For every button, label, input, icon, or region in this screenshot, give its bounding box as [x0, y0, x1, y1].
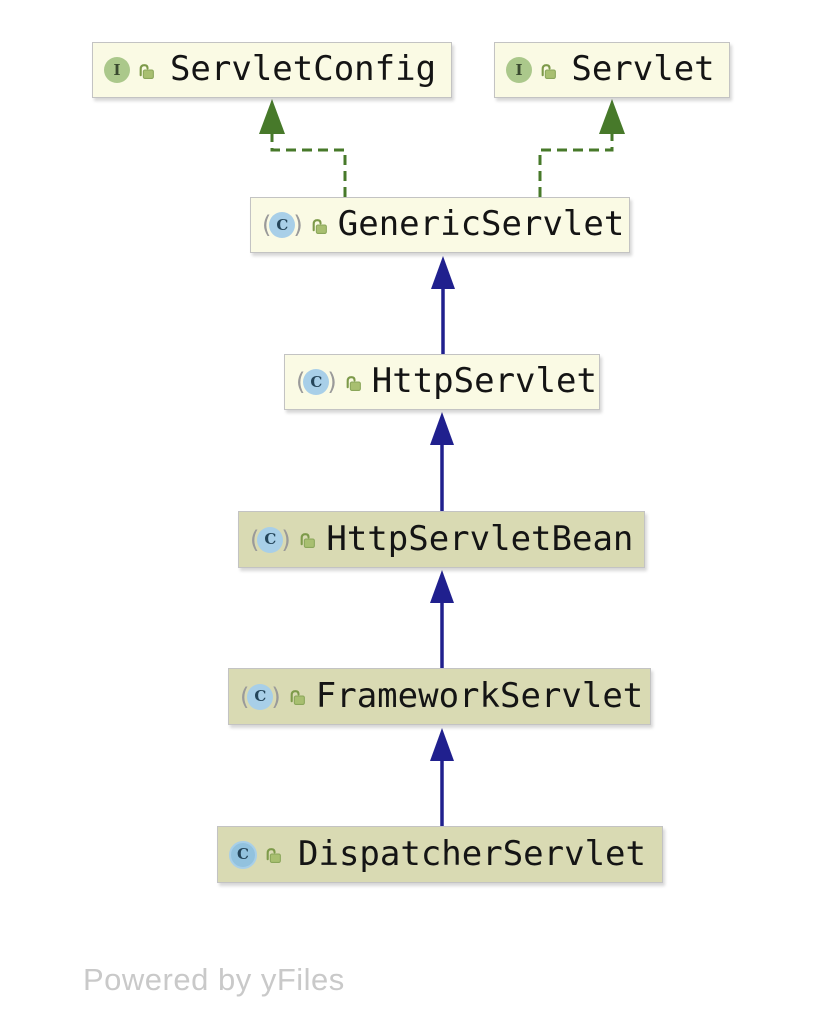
- interface-icon: I: [506, 57, 532, 83]
- edge-httpservletbean-extends-httpservlet[interactable]: [430, 412, 454, 511]
- node-icons: C: [262, 211, 329, 239]
- class-icon-letter: C: [254, 687, 267, 705]
- class-icon-letter: C: [310, 372, 323, 391]
- abstract-class-icon: C: [240, 683, 281, 711]
- class-name-label: FrameworkServlet: [315, 675, 644, 716]
- class-node-servletconfig[interactable]: I ServletConfig: [92, 42, 452, 98]
- class-name-label: GenericServlet: [337, 204, 625, 244]
- class-name-label: HttpServletBean: [326, 518, 634, 559]
- class-icon-letter: C: [276, 215, 289, 234]
- public-lock-icon: [300, 533, 315, 548]
- edge-genericservlet-implements-servletconfig[interactable]: [259, 99, 347, 197]
- public-lock-icon: [541, 63, 556, 79]
- node-icons: C: [229, 840, 283, 869]
- node-icons: C: [250, 526, 317, 554]
- class-name-label: DispatcherServlet: [298, 833, 646, 874]
- class-icon-letter: C: [264, 530, 277, 548]
- abstract-class-icon: C: [296, 368, 337, 396]
- abstract-class-icon: C: [250, 526, 291, 554]
- node-icons: C: [296, 368, 363, 396]
- class-node-frameworkservlet[interactable]: C FrameworkServlet: [228, 668, 651, 725]
- edge-genericservlet-implements-servlet[interactable]: [538, 99, 625, 197]
- class-name-label: ServletConfig: [169, 49, 437, 89]
- interface-icon-letter: I: [113, 60, 121, 79]
- class-icon-letter: C: [237, 845, 249, 863]
- class-node-genericservlet[interactable]: C GenericServlet: [250, 197, 630, 253]
- node-icons: I: [506, 57, 558, 83]
- interface-icon: I: [104, 57, 130, 83]
- class-name-label: Servlet: [571, 49, 715, 89]
- class-icon: C: [229, 840, 257, 869]
- class-node-httpservlet[interactable]: C HttpServlet: [284, 354, 600, 410]
- edge-frameworkservlet-extends-httpservletbean[interactable]: [430, 570, 454, 668]
- public-lock-icon: [139, 63, 154, 79]
- public-lock-icon: [346, 375, 361, 391]
- public-lock-icon: [266, 848, 281, 863]
- class-node-dispatcherservlet[interactable]: C DispatcherServlet: [217, 826, 663, 883]
- edge-httpservlet-extends-genericservlet[interactable]: [431, 256, 455, 354]
- class-node-httpservletbean[interactable]: C HttpServletBean: [238, 511, 645, 568]
- public-lock-icon: [312, 218, 327, 234]
- yfiles-watermark: Powered by yFiles: [83, 962, 345, 997]
- node-icons: C: [240, 683, 307, 711]
- class-name-label: HttpServlet: [371, 361, 597, 401]
- interface-icon-letter: I: [515, 60, 523, 79]
- abstract-class-icon: C: [262, 211, 303, 239]
- edge-dispatcherservlet-extends-frameworkservlet[interactable]: [430, 728, 454, 826]
- node-icons: I: [104, 57, 156, 83]
- public-lock-icon: [290, 690, 305, 705]
- class-node-servlet[interactable]: I Servlet: [494, 42, 730, 98]
